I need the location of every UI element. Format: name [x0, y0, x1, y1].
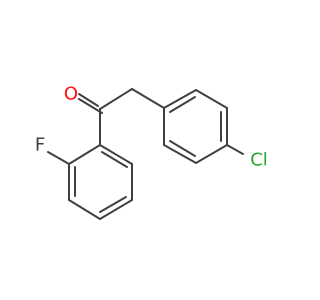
- fluorophenyl-bond-3-inner: [99, 196, 127, 213]
- fluorophenyl-bond-6: [68, 144, 101, 165]
- carbon-fluorine-bond: [47, 151, 70, 165]
- carbonyl-methylene-bond: [99, 88, 133, 110]
- fluorophenyl-bond-1: [99, 144, 133, 165]
- bond-layer: [47, 88, 244, 220]
- fluorophenyl-bond-4: [68, 199, 101, 220]
- chlorophenyl-bond-5-inner: [169, 140, 196, 157]
- chlorophenyl-bond-1-inner: [169, 96, 196, 113]
- fluorine-atom-label: F: [35, 135, 45, 156]
- oxygen-atom-label: O: [64, 84, 78, 105]
- chlorophenyl-bond-1: [163, 89, 197, 109]
- chlorophenyl-bond-5: [163, 144, 197, 164]
- chlorophenyl-bond-2: [195, 89, 228, 109]
- carbonyl-double-bond-inner: [78, 93, 99, 107]
- methylene-ring-bond: [131, 88, 165, 109]
- carbon-chlorine-bond: [226, 144, 244, 155]
- carbonyl-double-bond-outer: [78, 98, 103, 114]
- fluorophenyl-bond-1-inner: [101, 151, 128, 168]
- fluorophenyl-bond-3: [99, 199, 133, 220]
- molecule-structure-diagram: O F Cl: [35, 84, 268, 220]
- atom-label-layer: O F Cl: [35, 84, 268, 171]
- chlorine-atom-label: Cl: [250, 150, 268, 171]
- chlorophenyl-bond-4: [195, 144, 228, 164]
